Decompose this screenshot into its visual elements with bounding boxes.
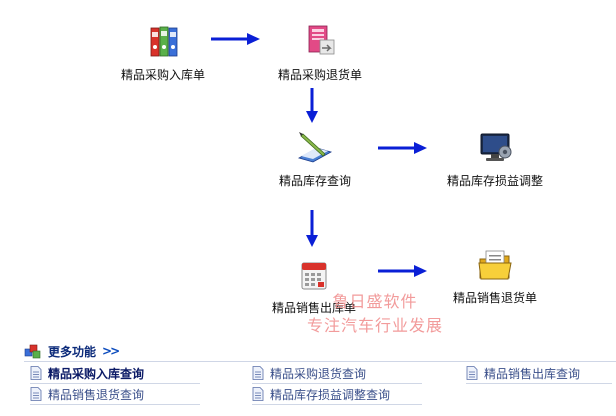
arrow-down-2 — [306, 210, 318, 247]
node-label: 精品库存损益调整 — [446, 174, 543, 188]
link-stock-adjust-query[interactable]: 精品库存损益调整查询 — [252, 384, 422, 405]
document-icon — [252, 387, 264, 401]
node-label: 精品库存查询 — [278, 174, 351, 188]
arrow-right-2 — [378, 142, 427, 154]
binders-icon — [150, 26, 178, 57]
arrow-down-1 — [306, 88, 318, 123]
node-label: 精品销售出库单 — [271, 301, 356, 315]
link-underline — [466, 383, 612, 384]
book-pen-icon — [297, 132, 333, 163]
calendar-icon — [301, 262, 327, 290]
node-label: 精品采购退货单 — [277, 68, 362, 82]
node-sales-return[interactable]: 精品销售退货单 — [442, 245, 548, 306]
link-label: 精品库存损益调整查询 — [270, 387, 391, 402]
divider — [24, 361, 616, 362]
node-sales-out[interactable]: 精品销售出库单 — [266, 255, 362, 316]
link-label: 精品采购退货查询 — [270, 366, 367, 381]
arrow-right-3 — [378, 265, 427, 277]
folder-document-icon — [478, 250, 512, 280]
link-sales-return-query[interactable]: 精品销售退货查询 — [30, 384, 200, 405]
link-sales-out-query[interactable]: 精品销售出库查询 — [466, 363, 612, 384]
node-purchase-return[interactable]: 精品采购退货单 — [272, 22, 368, 83]
document-icon — [30, 387, 42, 401]
arrow-right-1 — [211, 33, 260, 45]
link-label: 精品销售出库查询 — [484, 366, 581, 381]
link-underline — [30, 383, 200, 384]
node-label: 精品销售退货单 — [452, 291, 537, 305]
more-functions-header: 更多功能 >> — [24, 342, 120, 360]
link-underline — [252, 383, 422, 384]
document-icon — [466, 366, 478, 380]
node-label: 精品采购入库单 — [120, 68, 205, 82]
link-underline — [30, 404, 200, 405]
link-label: 精品采购入库查询 — [48, 366, 145, 381]
monitor-gear-icon — [480, 133, 512, 161]
document-icon — [252, 366, 264, 380]
watermark-line-1: 鲁日盛软件 — [332, 292, 418, 311]
node-stock-query[interactable]: 精品库存查询 — [270, 128, 360, 189]
link-purchase-in-query[interactable]: 精品采购入库查询 — [30, 363, 200, 384]
cubes-icon — [24, 344, 41, 359]
document-icon — [30, 366, 42, 380]
watermark: 鲁日盛软件 专注汽车行业发展 — [300, 290, 450, 338]
node-purchase-in[interactable]: 精品采购入库单 — [115, 22, 211, 83]
return-document-icon — [308, 25, 335, 55]
node-stock-adjust[interactable]: 精品库存损益调整 — [440, 128, 550, 189]
double-chevron-right-icon[interactable]: >> — [102, 344, 120, 358]
watermark-line-2: 专注汽车行业发展 — [306, 316, 443, 335]
link-label: 精品销售退货查询 — [48, 387, 145, 402]
link-purchase-return-query[interactable]: 精品采购退货查询 — [252, 363, 422, 384]
link-underline — [252, 404, 422, 405]
more-functions-title: 更多功能 — [48, 344, 97, 359]
